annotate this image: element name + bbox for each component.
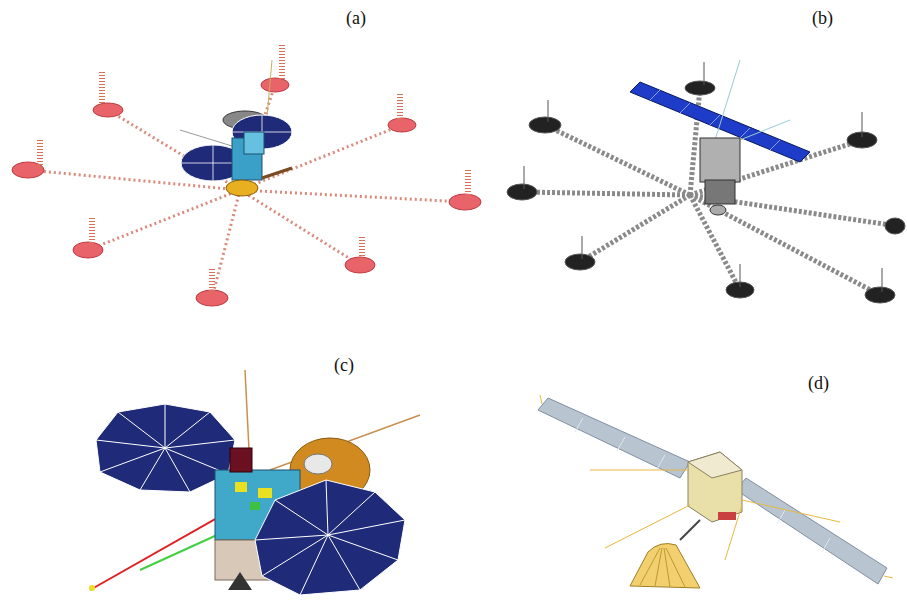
panel-label: (c) [334, 356, 354, 374]
panel-label: (a) [346, 9, 366, 27]
spacecraft-a [12, 44, 481, 306]
panel-label: (d) [808, 374, 829, 392]
panel-label: (b) [812, 9, 833, 27]
spacecraft-c [89, 370, 420, 595]
spacecraft-b [507, 60, 905, 303]
spacecraft-d [538, 395, 893, 588]
